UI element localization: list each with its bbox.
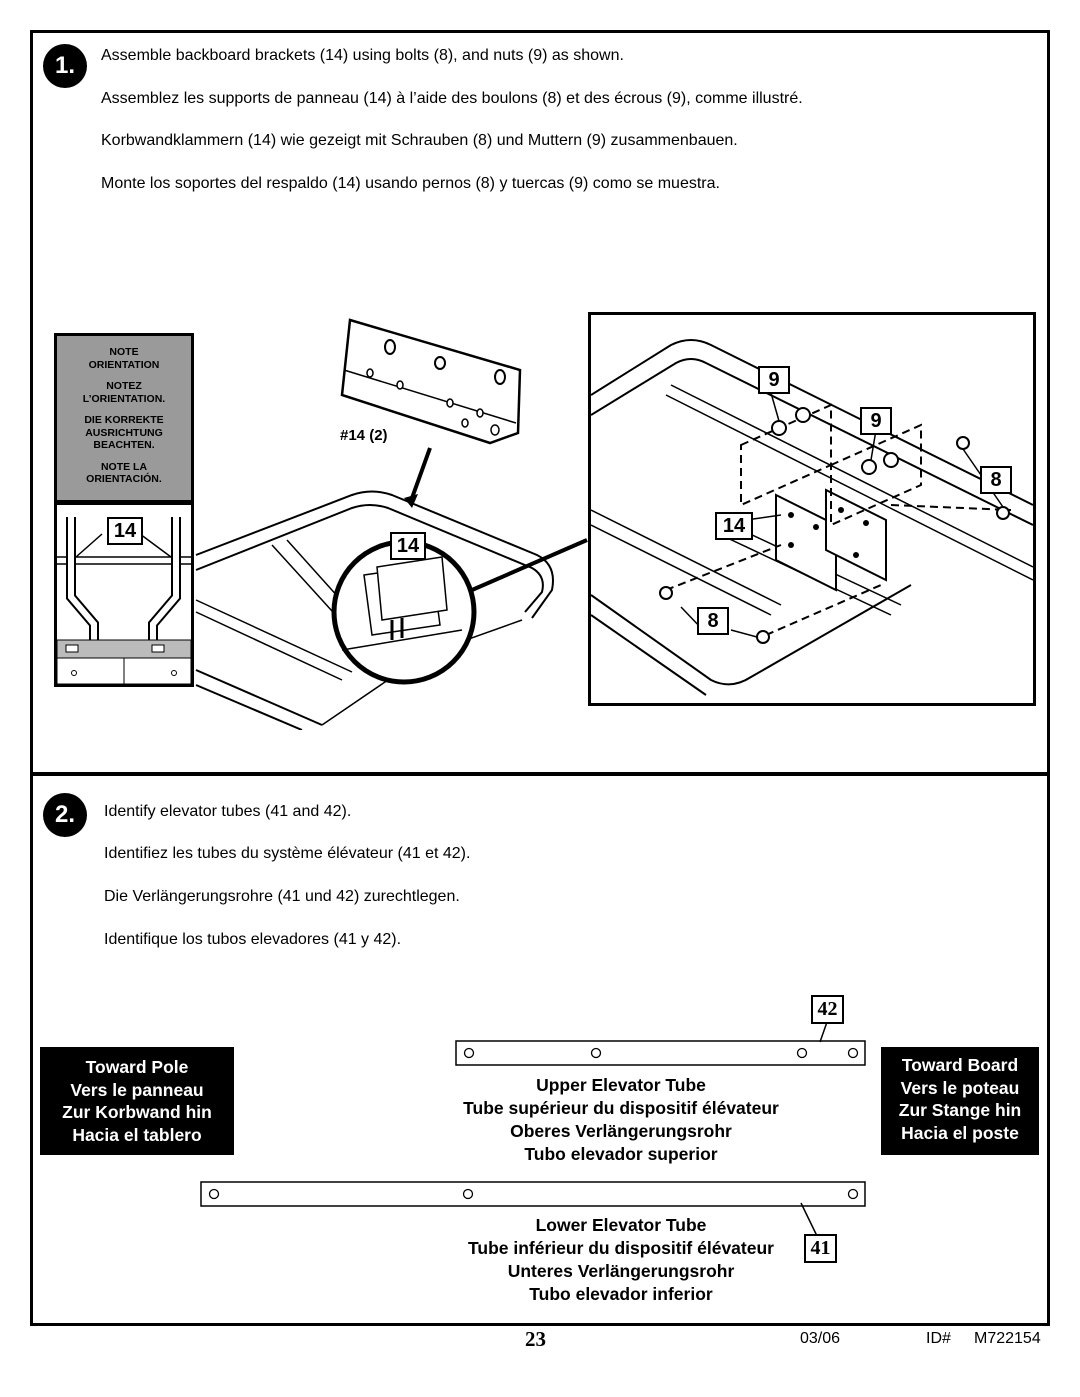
callout-14-detail: 14 [715,512,753,540]
toward-board-en: Toward Board [901,1055,1019,1075]
toward-pole-fr: Vers le panneau [70,1079,204,1100]
toward-board-box: Toward Board Vers le poteau Zur Stange h… [881,1047,1039,1155]
toward-board-de: Zur Stange hin [898,1100,1022,1120]
detail-assembly-illustration [591,339,1033,696]
lower-elevator-tube-drawing [200,1181,866,1207]
upper-tube-label: Upper Elevator Tube Tube supérieur du di… [440,1074,802,1166]
step2-instruction-de: Die Verlängerungsrohre (41 und 42) zurec… [104,888,460,905]
detail-box [588,312,1036,706]
footer-date: 03/06 [800,1330,841,1347]
step1-number: 1. [43,44,87,88]
part-label-14: #14 (2) [340,427,388,444]
toward-board-fr: Vers le poteau [900,1077,1020,1098]
bracket-part-illustration [340,318,522,445]
page-number: 23 [525,1327,546,1351]
step1-instruction-fr: Assemblez les supports de panneau (14) à… [101,90,803,107]
callout-9-left: 9 [758,366,790,394]
step1-instruction-en: Assemble backboard brackets (14) using b… [101,47,624,64]
lower-tube-en: Lower Elevator Tube [535,1215,707,1235]
step2-instruction-es: Identifique los tubos elevadores (41 y 4… [104,931,402,948]
leader-41 [800,1202,818,1237]
lower-tube-label: Lower Elevator Tube Tube inférieur du di… [440,1214,802,1306]
toward-pole-box: Toward Pole Vers le panneau Zur Korbwand… [40,1047,234,1155]
toward-board-es: Hacia el poste [901,1122,1019,1143]
backboard-frame-illustration [195,447,588,730]
footer-id-label: ID# [926,1330,951,1347]
callout-14-note: 14 [107,517,143,545]
upper-tube-de: Oberes Verlängerungsrohr [510,1121,732,1141]
step2-number: 2. [43,793,87,837]
toward-pole-de: Zur Korbwand hin [62,1102,212,1122]
callout-42: 42 [811,995,844,1024]
callout-9-right: 9 [860,407,892,435]
toward-pole-es: Hacia el tablero [72,1124,202,1145]
callout-8-right: 8 [980,466,1012,494]
orientation-detail-illustration [54,502,194,687]
upper-tube-en: Upper Elevator Tube [536,1075,706,1095]
lower-tube-fr: Tube inférieur du dispositif élévateur [468,1238,774,1258]
step1-instruction-es: Monte los soportes del respaldo (14) usa… [101,175,720,192]
toward-pole-en: Toward Pole [85,1057,189,1077]
callout-8-bottom: 8 [697,607,729,635]
upper-elevator-tube-drawing [455,1040,866,1066]
lower-tube-de: Unteres Verlängerungsrohr [507,1261,735,1281]
footer-id-value: M722154 [974,1330,1041,1347]
upper-tube-es: Tubo elevador superior [524,1144,718,1164]
leader-42 [819,1021,828,1043]
step1-instruction-de: Korbwandklammern (14) wie gezeigt mit Sc… [101,132,738,149]
callout-41: 41 [804,1234,837,1263]
step2-frame [30,772,1050,1326]
lower-tube-es: Tubo elevador inferior [529,1284,713,1304]
upper-tube-fr: Tube supérieur du dispositif élévateur [463,1098,779,1118]
step2-instruction-en: Identify elevator tubes (41 and 42). [104,803,352,820]
callout-14-magnifier: 14 [390,532,426,560]
step2-instruction-fr: Identifiez les tubes du système élévateu… [104,845,471,862]
